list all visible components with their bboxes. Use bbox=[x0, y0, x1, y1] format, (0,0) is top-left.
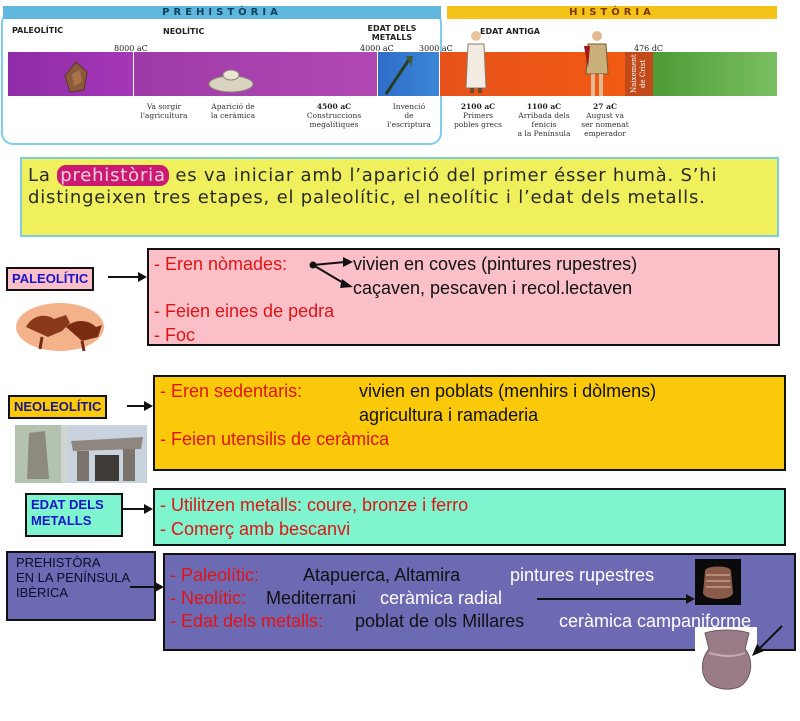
arrow-line bbox=[537, 598, 687, 600]
tick-3000-ac: 3000 aC bbox=[419, 44, 453, 53]
arrow-line bbox=[108, 276, 138, 278]
paleolitic-label: PALEOLÍTIC bbox=[6, 267, 95, 291]
caption-pobles-grecs: 2100 aC Primers pobles grecs bbox=[453, 102, 503, 129]
iberica-metalls: - Edat dels metalls: bbox=[170, 611, 324, 631]
tick-8000-ac: 8000 aC bbox=[114, 44, 148, 53]
caption-august: 27 aC August va ser nomenat emperador bbox=[581, 102, 629, 138]
prehistory-header: PREHISTÒRIA bbox=[3, 6, 441, 19]
tick-476-dc: 476 dC bbox=[634, 44, 664, 53]
arrow-head-icon bbox=[155, 582, 164, 592]
branch-arrows-icon bbox=[309, 257, 353, 288]
cave-painting-icon bbox=[16, 303, 104, 352]
era-neolitic-label: NEOLÍTIC bbox=[163, 27, 205, 36]
arrow-line bbox=[123, 508, 145, 510]
arrow-line bbox=[130, 586, 156, 588]
caption-fenicis: 1100 aC Arribada dels fenicis a la Penín… bbox=[517, 102, 571, 138]
caption-escriptura: Invenció de l'escriptura bbox=[387, 102, 431, 129]
arrow-line bbox=[127, 405, 145, 407]
neolitic-label: NEOLEOLÍTIC bbox=[8, 395, 108, 419]
iberica-mediterrani: Mediterrani bbox=[266, 588, 357, 608]
neolitic-ceramica: - Feien utensilis de ceràmica bbox=[160, 429, 390, 449]
tick-mark bbox=[133, 50, 134, 98]
bronze-spear-icon bbox=[384, 56, 413, 95]
caption-agricultura: Va sorgir l'agricultura bbox=[140, 102, 188, 120]
intro-paragraph: La prehistòria es va iniciar amb l’apari… bbox=[20, 157, 779, 237]
paleolitic-coves: vivien en coves (pintures rupestres) bbox=[353, 254, 638, 274]
neolitic-box: - Eren sedentaris: vivien en poblats (me… bbox=[153, 375, 786, 471]
era-antiga-label: EDAT ANTIGA bbox=[480, 27, 540, 36]
metalls-utilitzen: - Utilitzen metalls: coure, bronze i fer… bbox=[160, 495, 469, 515]
history-header: HISTÒRIA bbox=[447, 6, 777, 19]
stone-tool-icon bbox=[64, 61, 88, 93]
iberica-ceramica-radial: ceràmica radial bbox=[380, 588, 503, 608]
iberica-millares: poblat de ols Millares bbox=[355, 611, 525, 631]
neolitic-poblats: vivien en poblats (menhirs i dòlmens) bbox=[359, 381, 657, 401]
paleolitic-cacaven: caçaven, pescaven i recol.lectaven bbox=[353, 278, 633, 298]
radial-pottery-photo-icon bbox=[695, 559, 741, 605]
arrow-head-icon bbox=[144, 401, 153, 411]
band-medieval bbox=[653, 52, 777, 96]
greek-figure-icon bbox=[465, 31, 487, 93]
neolitic-sedentaris: - Eren sedentaris: bbox=[160, 381, 303, 401]
era-metalls-label: EDAT DELS METALLS bbox=[367, 24, 417, 42]
neolitic-agricultura: agricultura i ramaderia bbox=[359, 405, 539, 425]
tick-mark bbox=[439, 50, 440, 98]
ceramic-pottery-icon bbox=[208, 69, 254, 93]
paleolitic-box: - Eren nòmades: vivien en coves (pinture… bbox=[147, 248, 780, 346]
caption-megalitiques: 4500 aC Construccions megalítiques bbox=[306, 102, 362, 129]
arrow-head-icon bbox=[138, 272, 147, 282]
era-paleolitic-label: PALEOLÍTIC bbox=[12, 26, 64, 35]
paleolitic-eines: - Feien eines de pedra bbox=[154, 301, 335, 321]
iberica-box: - Paleolític: Atapuerca, Altamira pintur… bbox=[163, 553, 796, 651]
tick-mark bbox=[377, 50, 378, 98]
iberica-pintures: pintures rupestres bbox=[510, 565, 655, 585]
caption-ceramica: Aparició de la ceràmica bbox=[210, 102, 256, 120]
paleolitic-foc: - Foc bbox=[154, 325, 196, 345]
metalls-label: EDAT DELS METALLS bbox=[25, 493, 123, 537]
bell-beaker-pot-icon bbox=[695, 627, 757, 691]
pointer-arrow-icon bbox=[752, 625, 783, 656]
megalith-menhir-dolmen-icon bbox=[15, 425, 147, 483]
naixement-de-crist-label: Naixement de Crist bbox=[630, 54, 647, 94]
metalls-box: - Utilitzen metalls: coure, bronze i fer… bbox=[153, 488, 786, 546]
iberica-label: PREHISTÒRA EN LA PENÍNSULA IBÈRICA bbox=[6, 551, 156, 621]
iberica-paleolitic: - Paleolític: bbox=[170, 565, 260, 585]
band-naixement bbox=[625, 52, 653, 96]
roman-emperor-icon bbox=[584, 31, 609, 96]
iberica-neolitic: - Neolític: bbox=[170, 588, 247, 608]
prehistoria-highlight: prehistòria bbox=[57, 165, 169, 186]
iberica-atapuerca: Atapuerca, Altamira bbox=[303, 565, 461, 585]
tick-4000-ac: 4000 aC bbox=[360, 44, 394, 53]
band-neolitic bbox=[133, 52, 377, 96]
metalls-comerc: - Comerç amb bescanvi bbox=[160, 519, 351, 539]
iberica-campaniforme: ceràmica campaniforme bbox=[559, 611, 752, 631]
arrow-head-icon bbox=[686, 594, 695, 604]
arrow-head-icon bbox=[144, 504, 153, 514]
prehistory-history-timeline: PREHISTÒRIA HISTÒRIA PALEOLÍTIC NEOLÍTIC… bbox=[0, 0, 800, 148]
paleolitic-nomades: - Eren nòmades: bbox=[154, 254, 288, 274]
